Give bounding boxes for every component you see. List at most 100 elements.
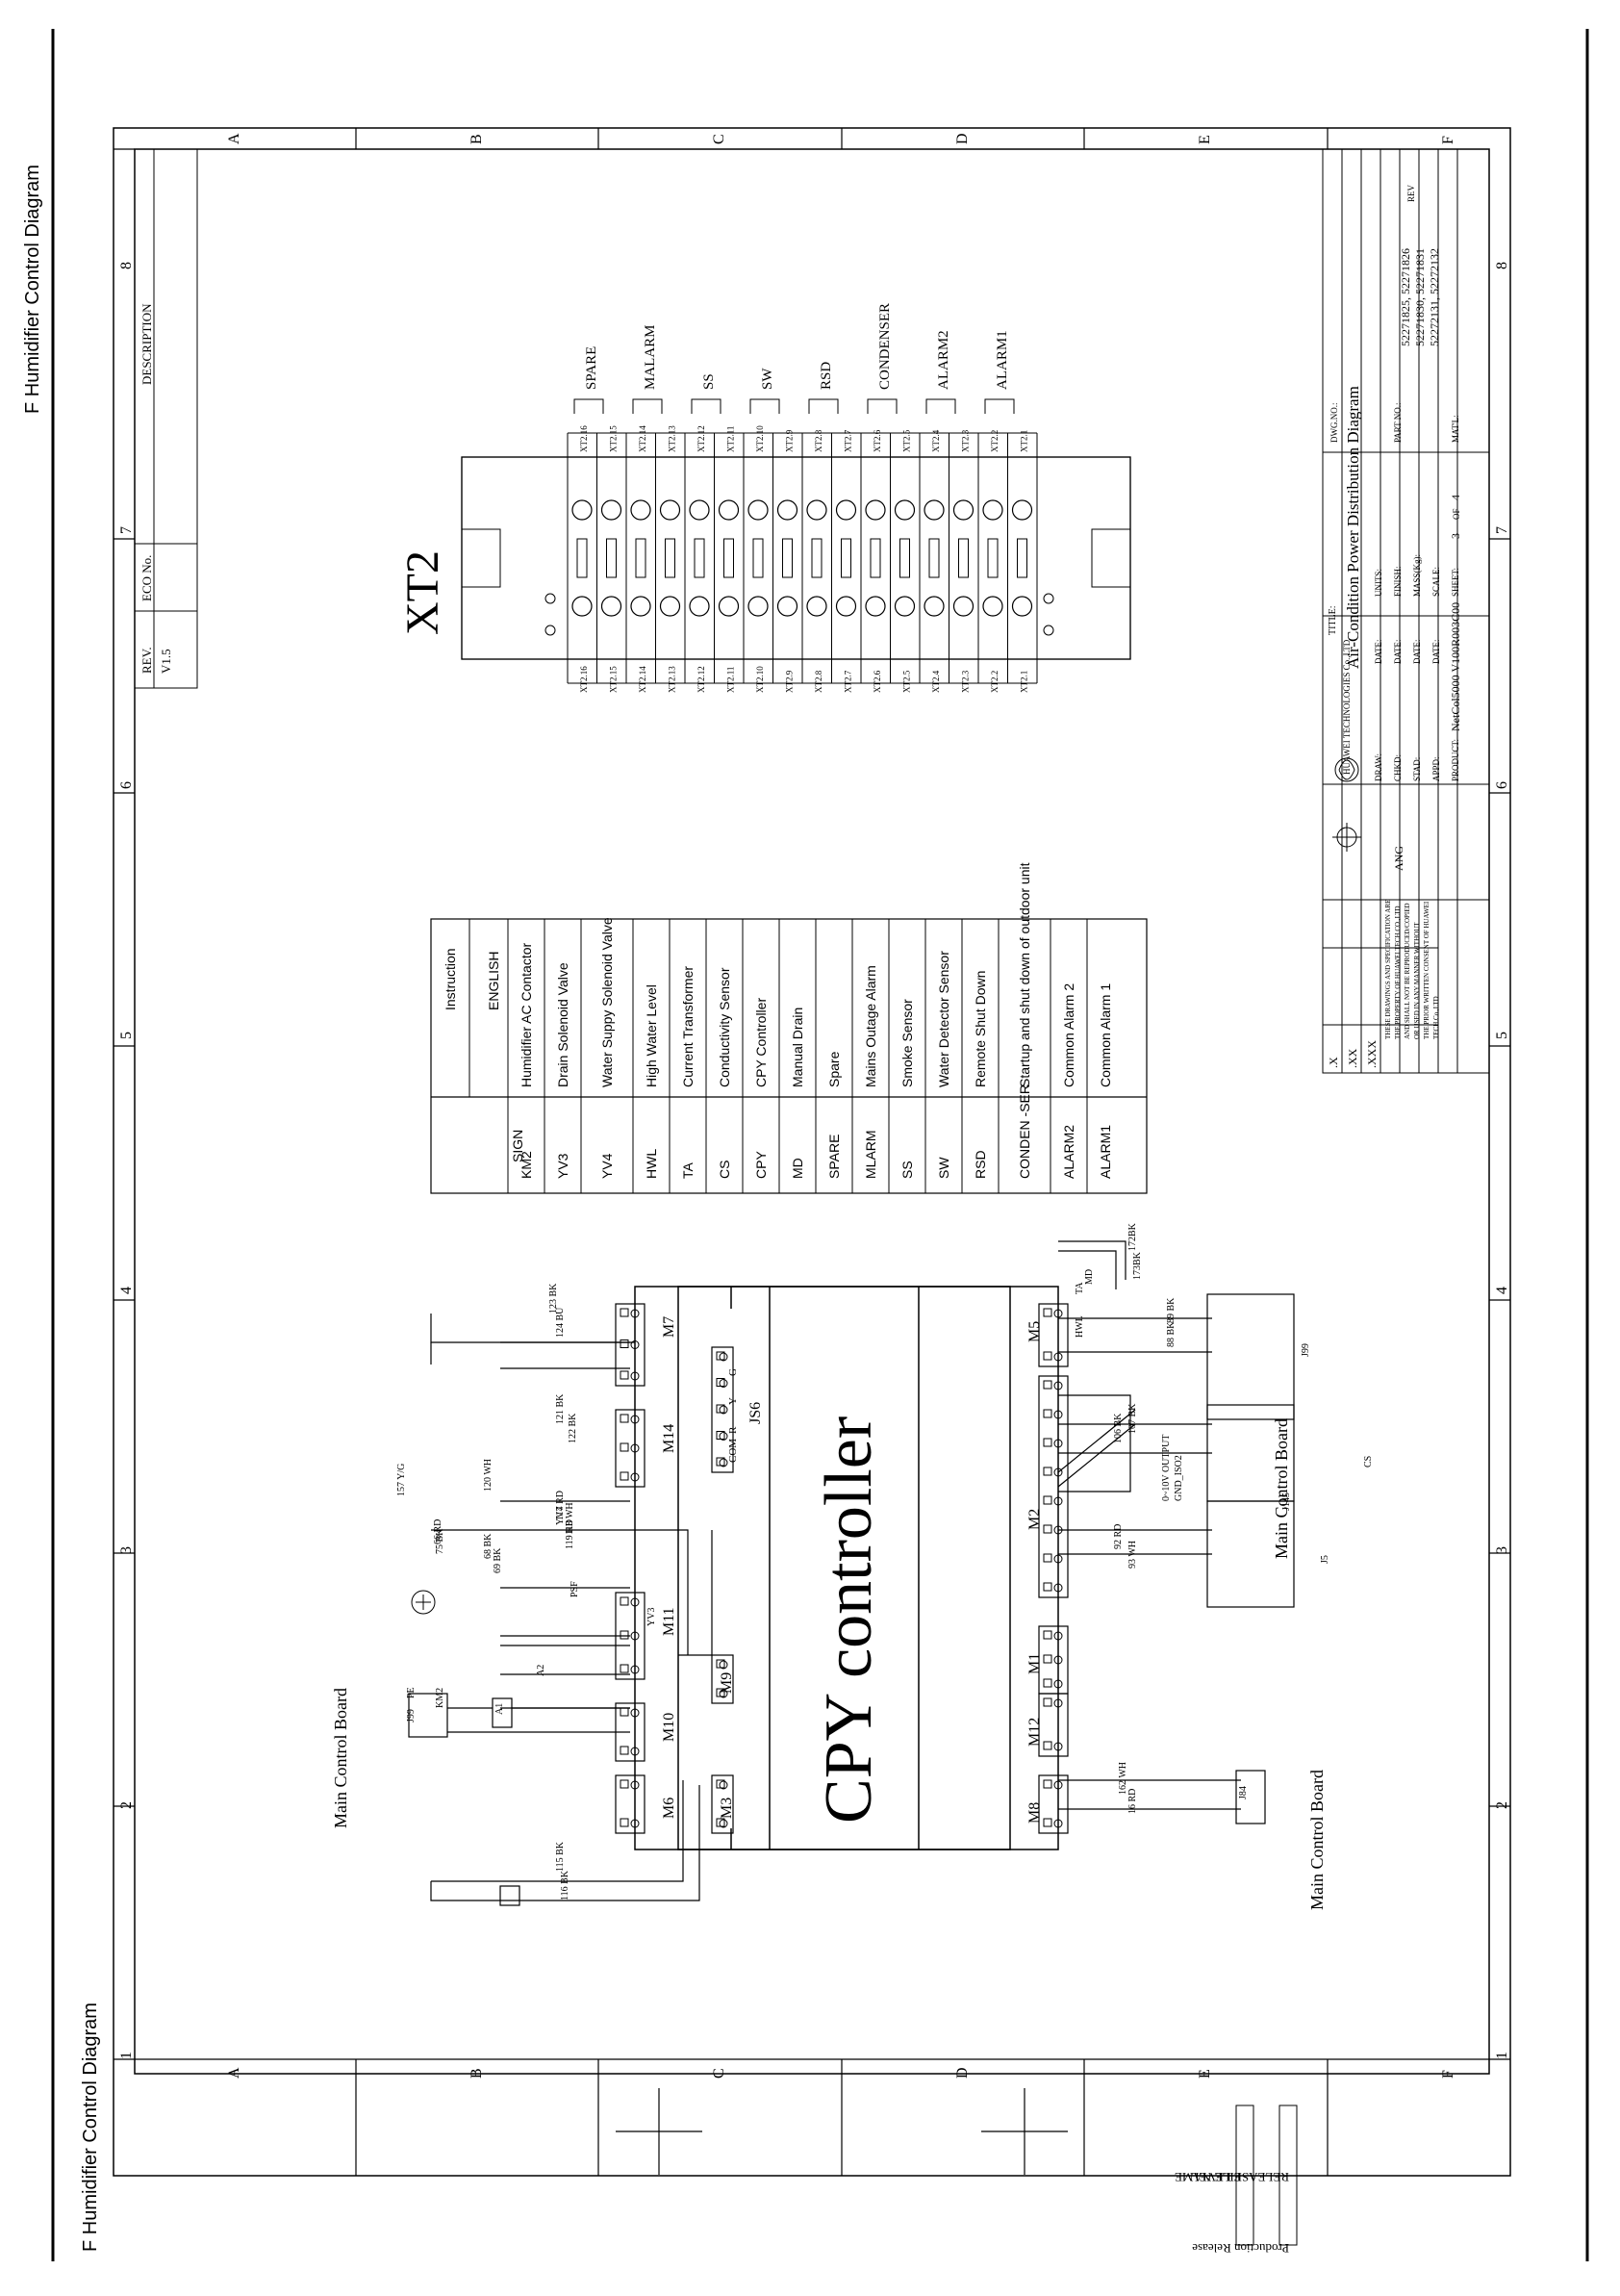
- tb-partno-3: 52272131, 52272132: [1428, 248, 1441, 346]
- legend-sign-13: CONDEN -SER: [1017, 1084, 1032, 1179]
- connector-m5-label: M5: [1026, 1321, 1043, 1342]
- component-label-2: A1: [494, 1703, 505, 1715]
- wire-label-21: 173BK: [1132, 1251, 1143, 1280]
- zone-a-top: A: [226, 133, 242, 144]
- earth-symbol-icon: [411, 1590, 436, 1615]
- connector-m6-label: M6: [661, 1798, 677, 1819]
- connector-m1: M1: [1026, 1625, 1069, 1695]
- xt2-signal-3: SW: [760, 368, 775, 390]
- tb-date-label-4: DATE:: [1431, 640, 1441, 665]
- wire-label-6: 118 WH: [565, 1502, 575, 1535]
- tb-notice-6: TECH.Co.,LTD: [1432, 996, 1440, 1039]
- zone-4-right: 4: [1494, 1287, 1510, 1294]
- xt2-terminal-label-top-5: XT2.11: [726, 426, 736, 452]
- zone-1-left: 1: [118, 2052, 135, 2059]
- legend-english-8: Spare: [826, 1051, 842, 1087]
- js6-pin-0: COM: [727, 1439, 739, 1463]
- tb-date-label-2: DATE:: [1393, 640, 1403, 665]
- wire-label-8: 157 Y/G: [396, 1464, 407, 1496]
- wiring-right: [1057, 1240, 1295, 1824]
- tb-ang: ANG: [1392, 846, 1405, 871]
- terminal-screw-icon: [835, 596, 857, 617]
- terminal-screw-icon: [835, 499, 857, 521]
- zone-6-right: 6: [1494, 781, 1510, 789]
- zone-7-left: 7: [118, 526, 135, 534]
- wire-label-18: 107 BK: [1127, 1403, 1138, 1434]
- terminal-screw-icon: [600, 596, 622, 617]
- connector-m11: M11: [615, 1592, 677, 1680]
- xt2-signal-5: CONDENSER: [877, 303, 893, 390]
- terminal-screw-icon: [982, 499, 1003, 521]
- component-label-10: CS: [1363, 1456, 1374, 1467]
- terminal-screw-icon: [806, 596, 827, 617]
- tb-mass-label: MASS(Kg):: [1412, 554, 1422, 597]
- tb-chkd-label: CHKD:: [1393, 754, 1403, 781]
- connector-m10-label: M10: [661, 1713, 677, 1742]
- xt2-terminal-label-top-10: XT2.6: [873, 429, 882, 452]
- xt2-terminal-label-top-0: XT2.16: [579, 425, 589, 452]
- tb-matl-label: MAT'L:: [1451, 415, 1460, 443]
- xt2-terminal-label-bottom-5: XT2.11: [726, 667, 736, 693]
- xt2-terminal-label-top-13: XT2.3: [961, 429, 971, 452]
- tb-tol-1: .X: [1327, 1057, 1340, 1068]
- wire-label-16: 92 RD: [1113, 1524, 1124, 1549]
- xt2-terminal-label-top-2: XT2.14: [638, 425, 647, 452]
- component-label-7: PE: [406, 1687, 417, 1698]
- zone-c-top: C: [711, 134, 727, 144]
- legend-sign-8: SPARE: [826, 1135, 842, 1179]
- connector-m3: M3: [711, 1774, 735, 1834]
- wire-label-17: 106 BK: [1113, 1413, 1124, 1443]
- xt2-terminal-label-bottom-8: XT2.8: [814, 670, 823, 693]
- main-board-label-3: Main Control Board: [1307, 1770, 1327, 1910]
- connector-m8: M8: [1026, 1774, 1069, 1834]
- tb-notice-3: AND SHALL NOT BE REPRODUCED/COPIED: [1404, 903, 1411, 1039]
- terminal-screw-icon: [924, 596, 945, 617]
- xt2-signal-4: RSD: [819, 362, 834, 390]
- legend-header-sign: SIGN: [510, 1130, 525, 1162]
- terminal-screw-icon: [894, 596, 916, 617]
- legend-english-1: Drain Solenoid Valve: [555, 962, 570, 1087]
- legend-sign-3: HWL: [644, 1149, 659, 1179]
- tb-appd-label: APPD:: [1431, 756, 1441, 781]
- legend-sign-2: YV4: [599, 1153, 615, 1179]
- xt2-signal-1: MALARM: [643, 324, 658, 390]
- wire-label-11: 124 BU: [555, 1307, 566, 1338]
- connector-m12-label: M12: [1026, 1718, 1043, 1747]
- legend-english-4: Current Transformer: [680, 966, 696, 1087]
- legend-english-3: High Water Level: [644, 984, 659, 1087]
- xt2-terminal-label-bottom-1: XT2.15: [609, 666, 619, 693]
- legend-sign-6: CPY: [753, 1151, 769, 1179]
- zone-8-left: 8: [118, 262, 135, 269]
- component-label-14: J84: [1238, 1786, 1249, 1799]
- legend-sign-10: SS: [899, 1161, 915, 1179]
- legend-english-14: Common Alarm 2: [1061, 983, 1076, 1087]
- legend-english-6: CPY Controller: [753, 998, 769, 1087]
- legend-english-15: Common Alarm 1: [1098, 983, 1113, 1087]
- connector-m12: M12: [1026, 1693, 1069, 1757]
- terminal-screw-icon: [630, 499, 651, 521]
- tb-rev-label: REV: [1406, 184, 1416, 202]
- terminal-screw-icon: [776, 499, 798, 521]
- connector-js6: JS6: [711, 1346, 764, 1473]
- legend-english-2: Water Suppy Solenoid Valve: [599, 917, 615, 1087]
- tb-notice-4: OR USED IN ANY MANNER WITHOUT: [1413, 922, 1421, 1039]
- tb-notice-5: THE PRIOR WRITTEN CONSENT OF HUAWEI: [1423, 901, 1430, 1039]
- wire-label-20: 89 BK: [1166, 1297, 1177, 1323]
- zone-2-right: 2: [1494, 1801, 1510, 1809]
- component-label-1: KM2: [435, 1688, 445, 1708]
- connector-m3-label: M3: [719, 1798, 735, 1819]
- terminal-screw-icon: [600, 499, 622, 521]
- component-label-16: 0~10V OUTPUT: [1161, 1435, 1172, 1501]
- wire-label-14: 116 BK: [560, 1870, 570, 1901]
- component-label-17: GND_ISO2: [1174, 1455, 1184, 1501]
- wire-label-13: 115 BK: [555, 1841, 566, 1872]
- tb-stad-label: STAD:: [1412, 757, 1422, 781]
- wire-label-12: 123 BK: [548, 1283, 559, 1314]
- legend-sign-15: ALARM1: [1098, 1125, 1113, 1179]
- legend-header-instruction: Instruction: [443, 948, 458, 1010]
- legend-english-5: Conductivity Sensor: [717, 967, 732, 1087]
- tb-product-label: PRODUCT:: [1451, 739, 1460, 781]
